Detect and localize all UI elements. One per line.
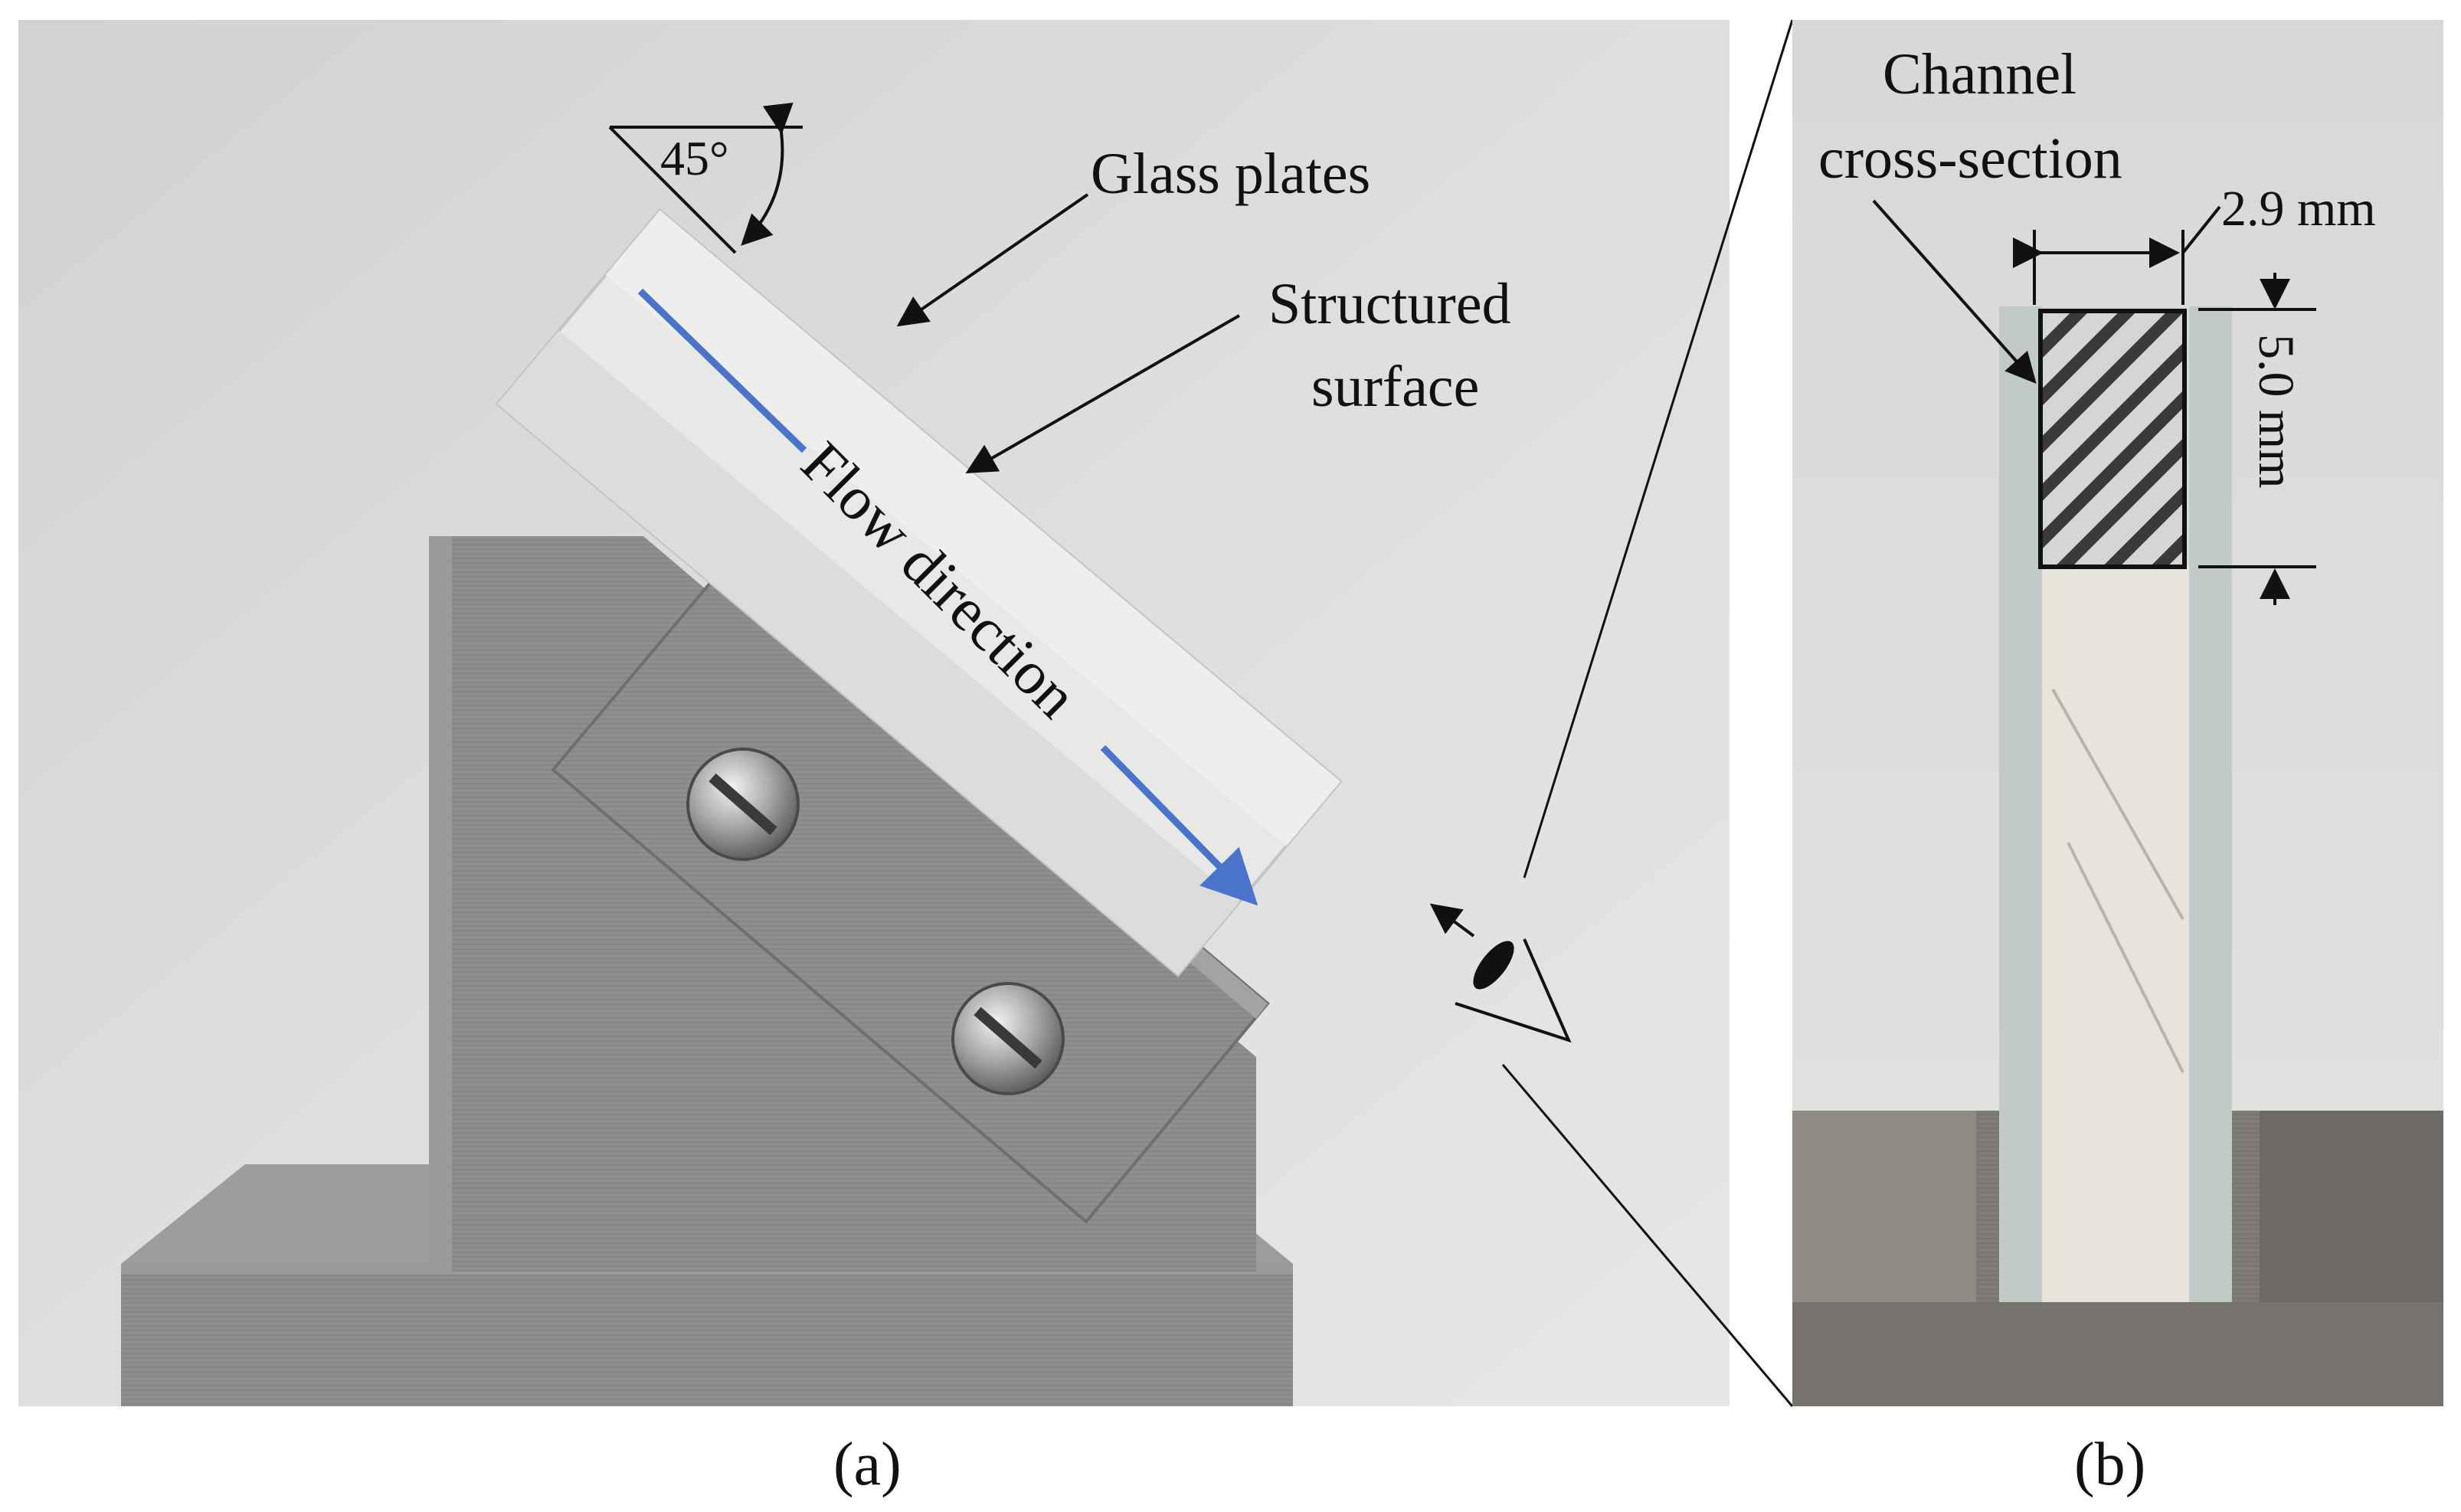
- structured-surface-label-line1: Structured: [1268, 272, 1511, 336]
- width-label: 2.9 mm: [2221, 181, 2376, 237]
- screw-lower: [951, 982, 1065, 1095]
- height-label: 5.0 mm: [2248, 334, 2304, 489]
- angle-annotation: 45°: [608, 102, 803, 254]
- screw-upper: [686, 748, 800, 861]
- flow-arrow-upper: [637, 288, 807, 453]
- base-plate: [121, 1264, 1293, 1406]
- glass-plates-pointer: [896, 193, 1089, 327]
- width-dimension: [2013, 205, 2221, 305]
- panel-b: Channel cross-section 2.9 mm 5.0 mm (b): [1792, 20, 2443, 1498]
- channel-label-line1: Channel: [1883, 42, 2076, 106]
- structured-surface-label-line2: surface: [1311, 355, 1479, 419]
- zoom-line-upper: [1523, 19, 1794, 879]
- structured-surface-pointer: [965, 314, 1240, 473]
- glass-plate-right: [2189, 306, 2232, 1302]
- channel-label-line2: cross-section: [1818, 126, 2122, 191]
- angle-label: 45°: [660, 131, 729, 185]
- eye-icon: [1429, 903, 1572, 1043]
- glass-plates: [495, 208, 1343, 977]
- channel-cross-section: [2038, 309, 2187, 569]
- flow-arrow-lower: [1100, 745, 1258, 906]
- panel-a: 45° Flow direction Glass plates Structur…: [18, 20, 1730, 1498]
- glass-plates-label: Glass plates: [1091, 142, 1370, 206]
- caption-a: (a): [833, 1431, 902, 1498]
- zoom-line-lower: [1501, 1064, 1794, 1407]
- caption-b: (b): [2074, 1431, 2145, 1498]
- glass-plate-left: [1999, 306, 2042, 1302]
- height-dimension: [2198, 273, 2316, 605]
- channel-pointer: [1872, 199, 2037, 384]
